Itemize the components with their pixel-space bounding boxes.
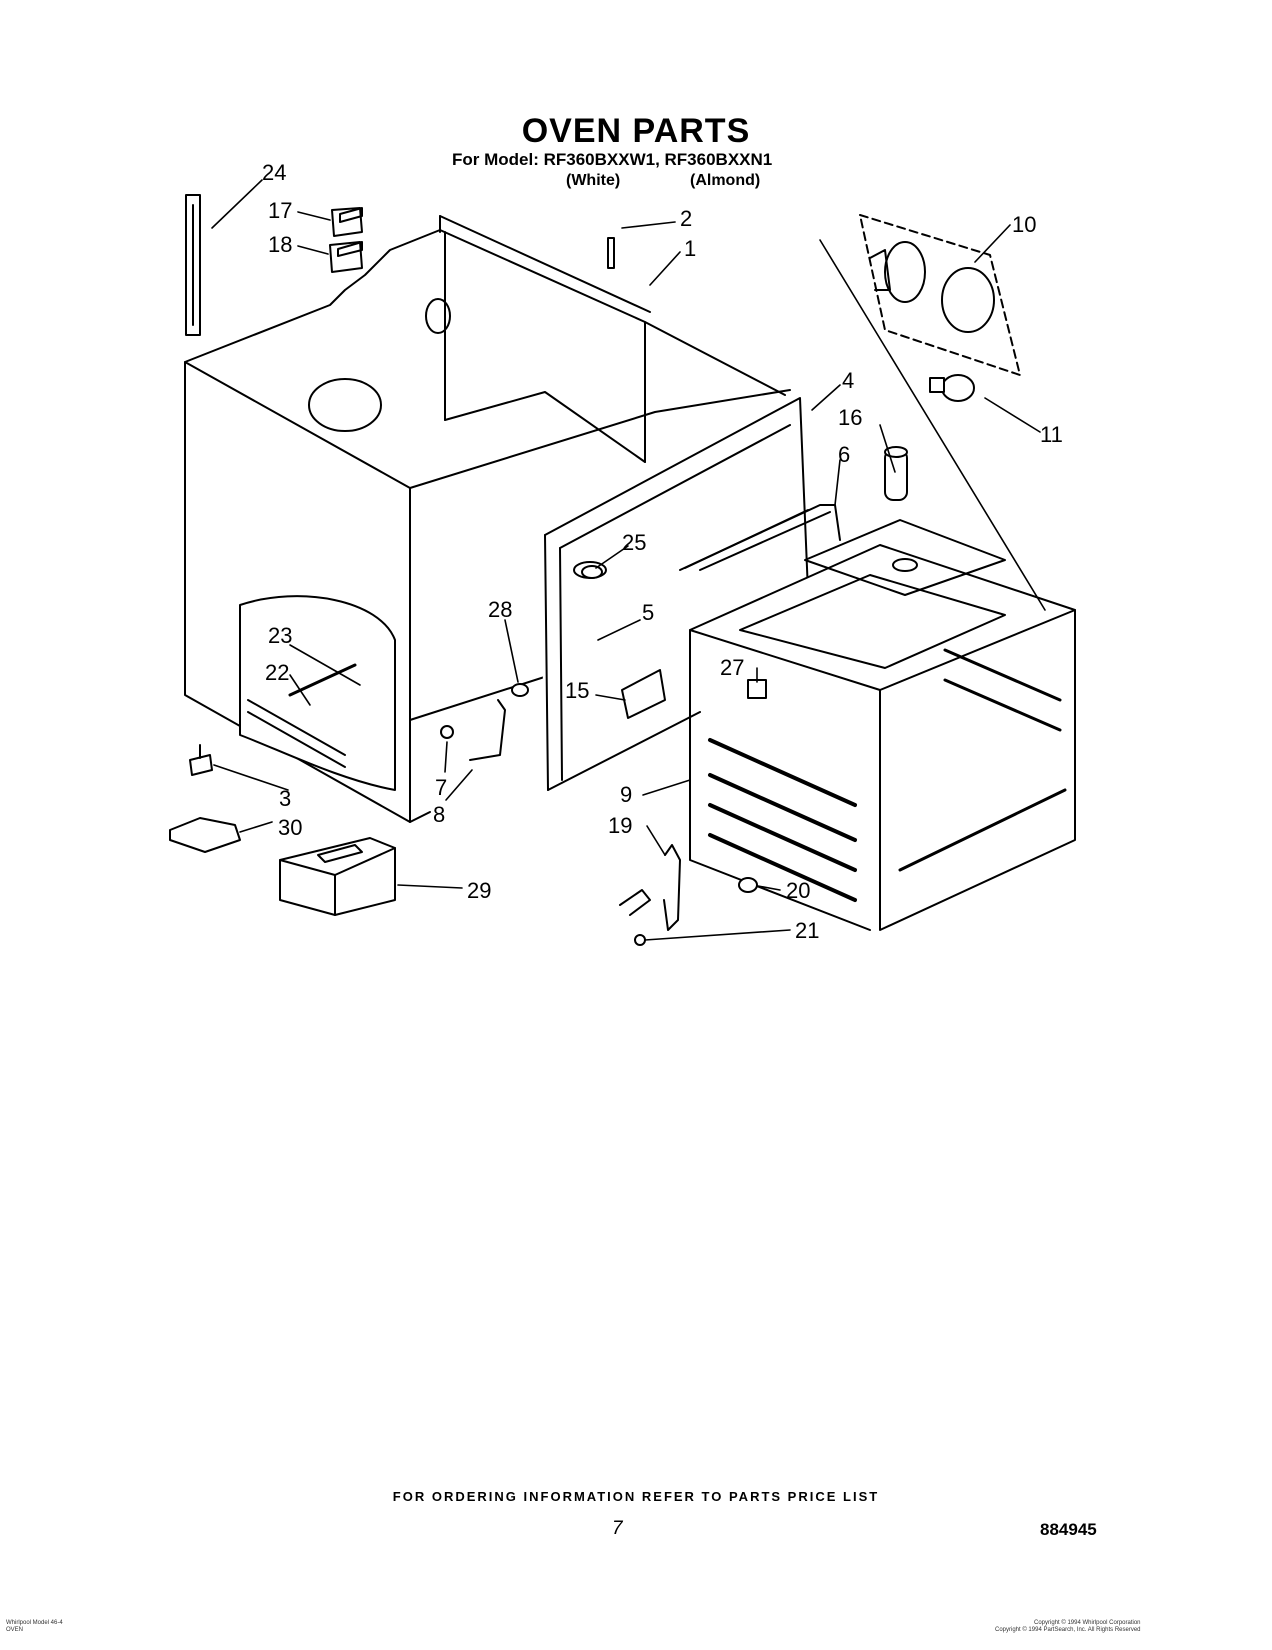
callout-15: 15 [565, 678, 589, 703]
callout-18: 18 [268, 232, 292, 257]
part-18-block [329, 241, 363, 273]
model-line: For Model: RF360BXXW1, RF360BXXN1 [452, 150, 773, 169]
part-15-bracket [621, 669, 666, 719]
part-20-screw [738, 877, 758, 893]
callout-25: 25 [622, 530, 646, 555]
part-25-knob [581, 565, 603, 579]
cabinet-body [184, 215, 791, 823]
callout-27: 27 [720, 655, 744, 680]
callout-numbers: 24 17 18 2 1 10 4 16 11 6 25 28 5 23 22 … [262, 160, 1063, 943]
part-7-nut [440, 725, 454, 739]
callout-24: 24 [262, 160, 286, 185]
callout-20: 20 [786, 878, 810, 903]
part-30-bracket [169, 817, 241, 853]
color-almond-label: (Almond) [690, 172, 761, 189]
part-11-bulb [929, 374, 975, 402]
page-title: OVEN PARTS [521, 112, 751, 150]
part-3-leveler [189, 744, 213, 776]
document-number: 884945 [1040, 1520, 1097, 1539]
fine-print-right-line1: Copyright © 1994 Whirlpool Corporation [1034, 1620, 1141, 1626]
callout-16: 16 [838, 405, 862, 430]
part-10-light-assembly [859, 214, 1021, 376]
callout-17: 17 [268, 198, 292, 223]
part-17-block [331, 207, 363, 237]
part-24-hinge [185, 194, 201, 336]
callout-28: 28 [488, 597, 512, 622]
callout-7: 7 [435, 775, 447, 800]
callout-29: 29 [467, 878, 491, 903]
callout-30: 30 [278, 815, 302, 840]
part-28-fitting [511, 683, 529, 697]
callout-8: 8 [433, 802, 445, 827]
ordering-note: FOR ORDERING INFORMATION REFER TO PARTS … [392, 1489, 880, 1504]
callout-4: 4 [842, 368, 854, 393]
color-white-label: (White) [566, 172, 621, 189]
callout-9: 9 [620, 782, 632, 807]
callout-6: 6 [838, 442, 850, 467]
fine-print-left-line1: Whirlpool Model 46-4 [6, 1620, 63, 1626]
callout-10: 10 [1012, 212, 1036, 237]
part-29-box [279, 837, 396, 916]
callout-3: 3 [279, 786, 291, 811]
callout-2: 2 [680, 206, 692, 231]
part-21-nut [634, 934, 646, 946]
part-2-screw [607, 237, 615, 269]
part-19-clip [619, 844, 681, 931]
callout-11: 11 [1040, 422, 1063, 447]
oven-cavity-liner [689, 519, 1076, 931]
part-8-bracket [469, 699, 506, 761]
fine-print-right: Copyright © 1994 Whirlpool Corporation C… [995, 1620, 1141, 1634]
fine-print-left: Whirlpool Model 46-4 OVEN [6, 1620, 63, 1634]
fine-print-left-line2: OVEN [6, 1627, 24, 1633]
leader-lines [211, 179, 1046, 941]
callout-5: 5 [642, 600, 654, 625]
callout-22: 22 [265, 660, 289, 685]
callout-21: 21 [795, 918, 819, 943]
callout-1: 1 [684, 236, 696, 261]
part-4-door-frame [540, 395, 810, 791]
callout-19: 19 [608, 813, 632, 838]
fine-print-right-line2: Copyright © 1994 PartSearch, Inc. All Ri… [995, 1627, 1141, 1633]
page-number: 7 [612, 1518, 623, 1539]
part-6-rack [679, 504, 841, 571]
callout-23: 23 [268, 623, 292, 648]
part-16-tube [884, 446, 908, 501]
